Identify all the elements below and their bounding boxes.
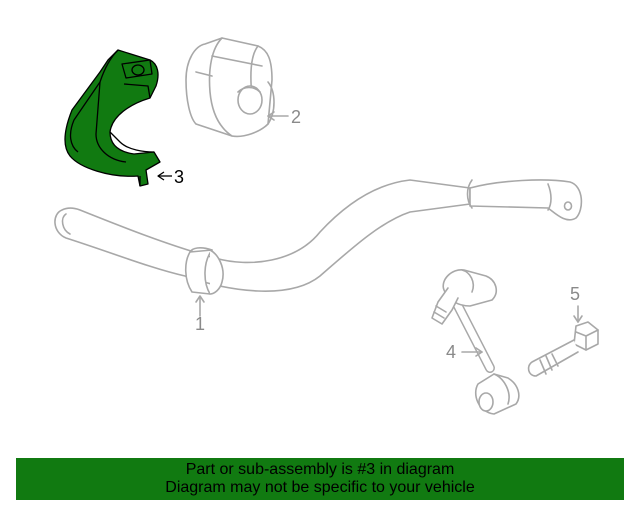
parts-diagram: 1 2 3 4 5 bbox=[54, 37, 599, 415]
stabilizer-link[interactable] bbox=[431, 269, 520, 415]
callout-3: 3 bbox=[174, 167, 184, 187]
stabilizer-bar[interactable] bbox=[54, 179, 583, 295]
stabilizer-bracket[interactable] bbox=[64, 49, 172, 187]
info-banner: Part or sub-assembly is #3 in diagram Di… bbox=[16, 458, 624, 500]
banner-line-1: Part or sub-assembly is #3 in diagram bbox=[185, 461, 455, 478]
bushing[interactable] bbox=[185, 37, 275, 138]
leader-lines bbox=[195, 111, 583, 357]
callout-1: 1 bbox=[195, 314, 205, 334]
banner-line-2: Diagram may not be specific to your vehi… bbox=[165, 479, 475, 496]
callout-2: 2 bbox=[291, 107, 301, 127]
callout-5: 5 bbox=[570, 284, 580, 304]
callout-4: 4 bbox=[446, 342, 456, 362]
bolt[interactable] bbox=[527, 321, 599, 377]
